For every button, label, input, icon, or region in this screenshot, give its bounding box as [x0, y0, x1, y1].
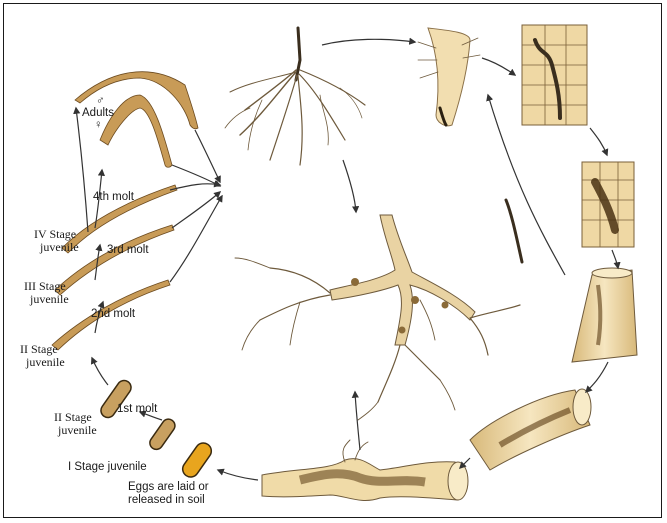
stage4-label-line1: IV Stage: [34, 227, 76, 241]
stage1-juvenile: [147, 417, 177, 452]
female-symbol: ♀: [94, 119, 103, 131]
stage3-label-line2: juvenile: [29, 292, 69, 306]
feeding-site-cells: [582, 162, 634, 247]
root-segment-2: [470, 389, 591, 470]
eggs-label-line1: Eggs are laid or: [128, 481, 209, 493]
adults-label: Adults: [82, 107, 114, 119]
stage1-label: I Stage juvenile: [68, 461, 147, 473]
molt1-label: 1st molt: [117, 403, 158, 415]
stage2-lower-label-line2: juvenile: [57, 423, 97, 437]
stage-labels: ♂ Adults ♀ 4th molt IV Stage juvenile 3r…: [20, 95, 209, 506]
migrating-juvenile: [506, 200, 522, 262]
molt4-label: 4th molt: [93, 191, 135, 203]
root-segment-1: [572, 268, 637, 362]
molt2-label: 2nd molt: [91, 308, 136, 320]
juvenile-in-root-cells: [522, 25, 587, 125]
stage3-label-line1: III Stage: [24, 279, 66, 293]
adult-female: [100, 95, 172, 167]
stage2-upper-label-line2: juvenile: [25, 355, 65, 369]
male-symbol: ♂: [96, 95, 105, 107]
eggs-label-line2: released in soil: [128, 494, 205, 506]
egg-mass: [180, 440, 215, 480]
stage4-label-line2: juvenile: [39, 240, 79, 254]
galled-root: [262, 440, 468, 500]
galled-root-system: [235, 215, 520, 420]
root-tip-penetration: [418, 28, 480, 126]
stage2-upper-label-line1: II Stage: [20, 342, 58, 356]
molt3-label: 3rd molt: [107, 244, 149, 256]
healthy-root-system: [225, 28, 365, 165]
stage2-lower-label-line1: II Stage: [54, 410, 92, 424]
